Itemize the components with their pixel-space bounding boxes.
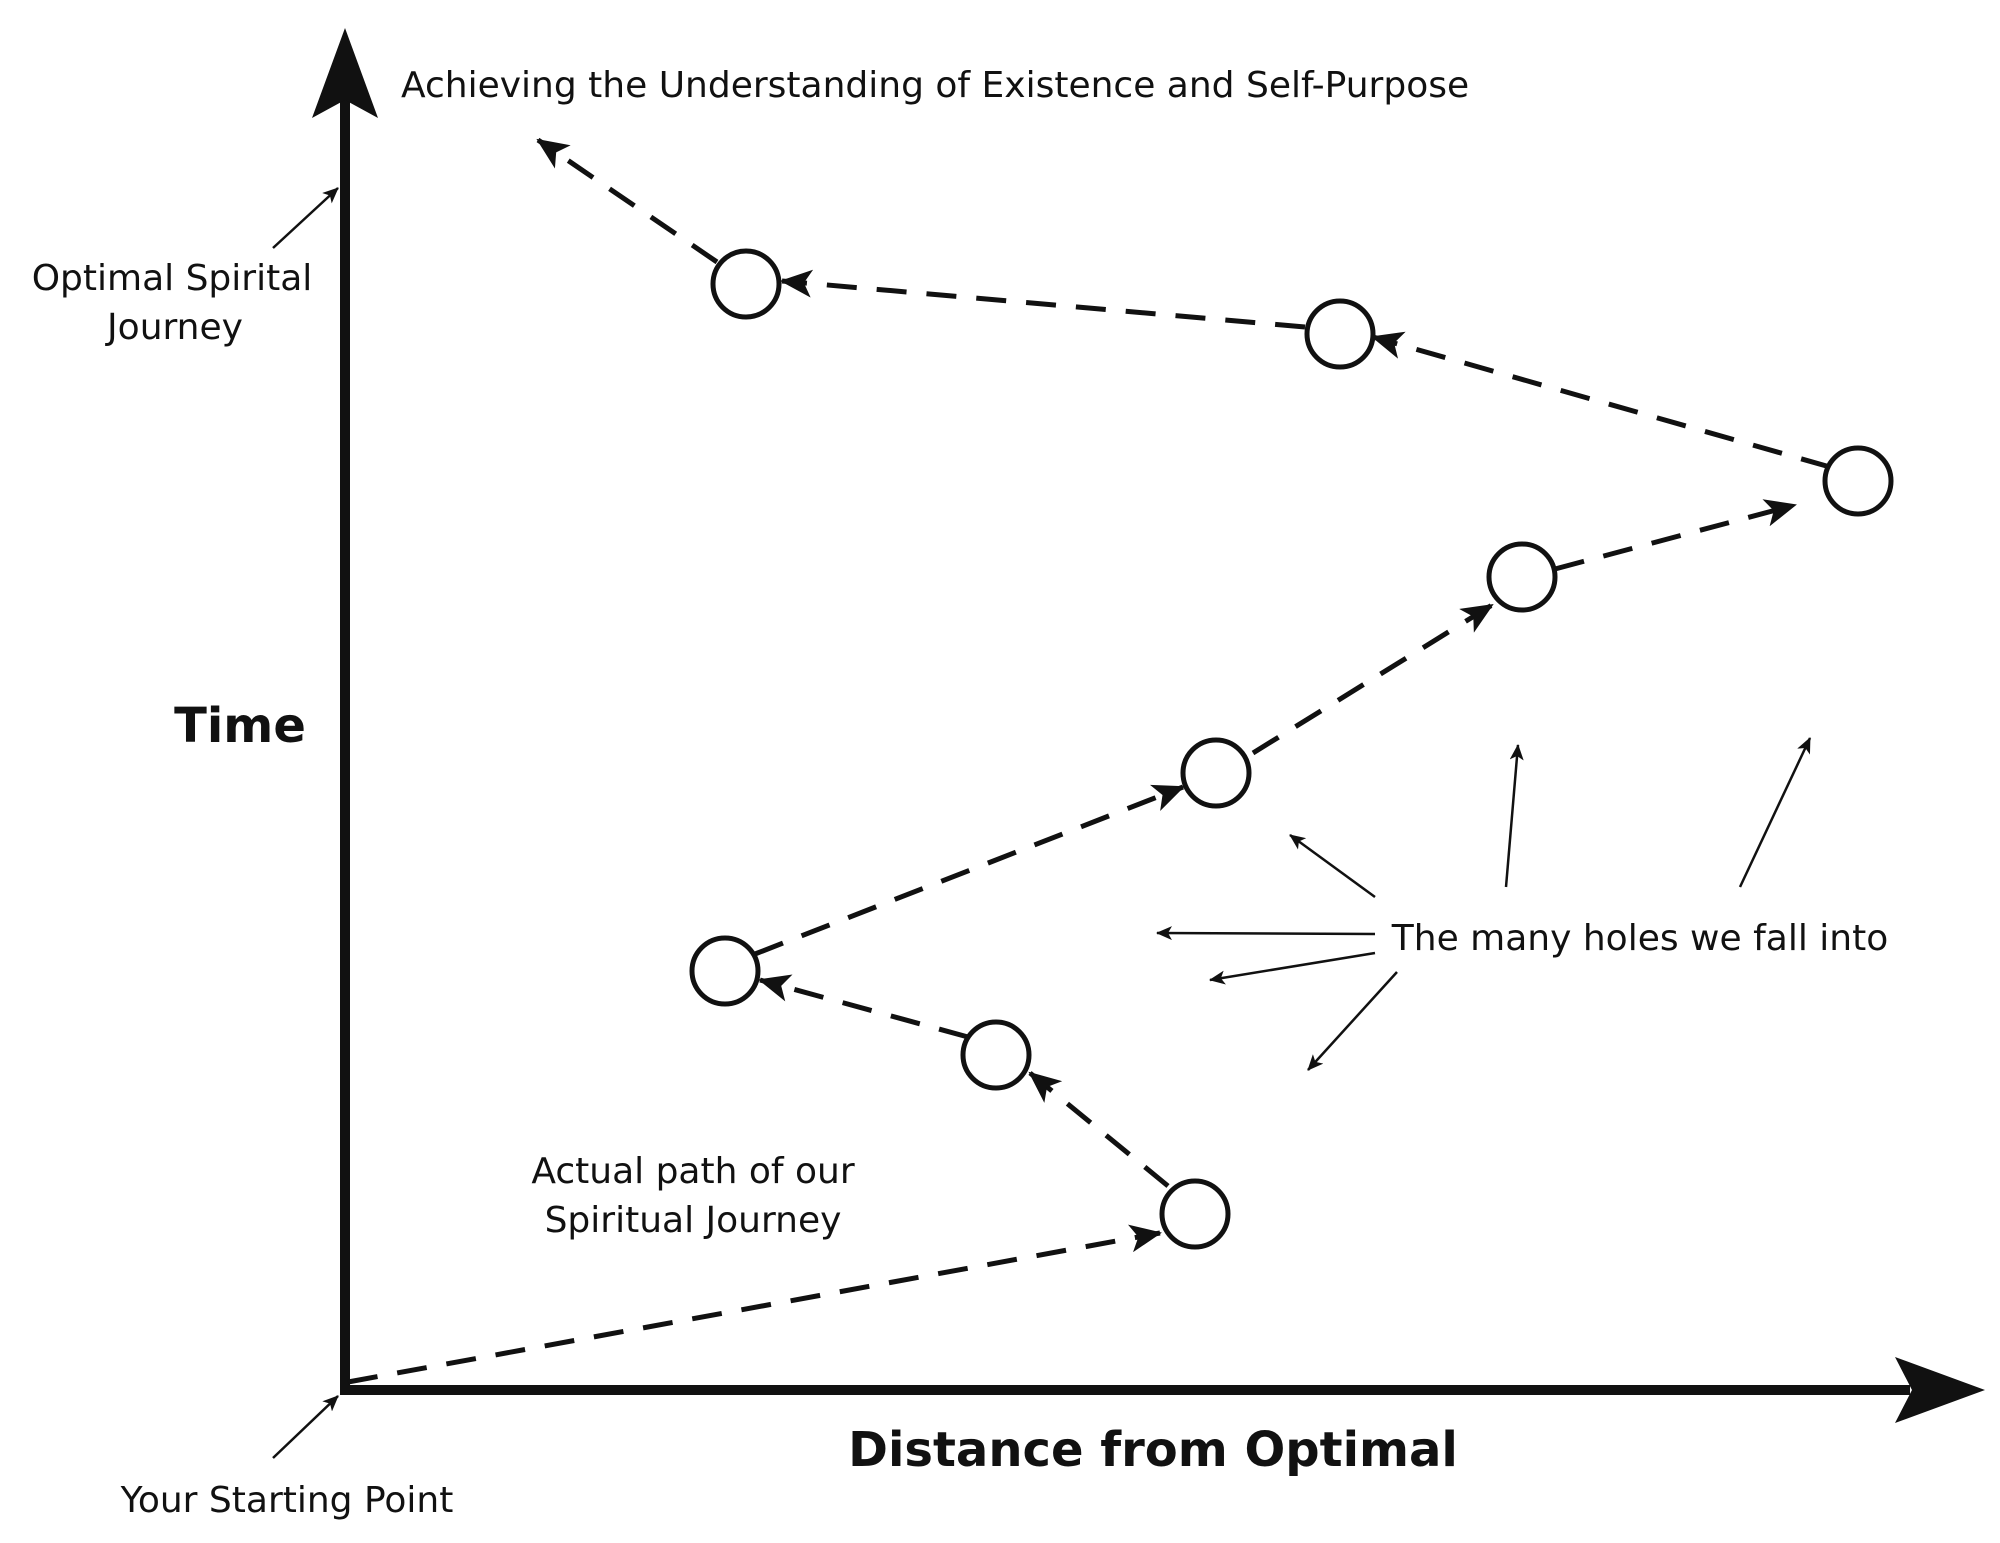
holes-pointer-arrow bbox=[1209, 951, 1376, 985]
holes-pointer-arrow bbox=[1156, 926, 1376, 941]
path-segment-start-to-hole-1 bbox=[347, 1224, 1162, 1385]
actual-path-label-line-1: Actual path of our bbox=[531, 1151, 854, 1192]
hole-circle bbox=[1822, 445, 1894, 517]
holes-pointer-arrow bbox=[1289, 833, 1376, 899]
start-pointer-arrow bbox=[272, 1395, 339, 1459]
y-axis-label: Time bbox=[174, 698, 306, 754]
holes bbox=[689, 248, 1894, 1250]
journey-path bbox=[347, 137, 1831, 1385]
y-axis-arrowhead bbox=[312, 28, 378, 118]
hole-circle bbox=[960, 1019, 1032, 1091]
text-labels: Achieving the Understanding of Existence… bbox=[32, 65, 1889, 1521]
hole-circle bbox=[1159, 1178, 1231, 1250]
path-segment-hole-5-to-hole-6 bbox=[1554, 499, 1797, 572]
hole-circle bbox=[1486, 541, 1558, 613]
optimal-journey-label-line-1: Optimal Spirital bbox=[32, 258, 313, 299]
optimal-pointer-arrow bbox=[272, 187, 339, 249]
hole-circle bbox=[1304, 298, 1376, 370]
path-segment-hole-4-to-hole-5 bbox=[1251, 602, 1494, 756]
goal-label: Achieving the Understanding of Existence… bbox=[401, 65, 1469, 106]
optimal-journey-label-line-2: Journey bbox=[105, 307, 243, 348]
path-segment-hole-1-to-hole-2 bbox=[1028, 1071, 1170, 1188]
axes bbox=[312, 28, 1985, 1423]
path-segment-hole-3-to-hole-4 bbox=[754, 784, 1185, 957]
starting-point-label: Your Starting Point bbox=[120, 1480, 454, 1521]
hole-circle bbox=[689, 935, 761, 1007]
hole-circle bbox=[1180, 737, 1252, 809]
holes-pointer-arrow bbox=[1738, 737, 1812, 888]
actual-path-label-line-2: Spiritual Journey bbox=[545, 1200, 842, 1241]
x-axis-label: Distance from Optimal bbox=[848, 1422, 1458, 1478]
path-segment-hole-7-to-hole-8 bbox=[780, 269, 1306, 330]
path-segment-hole-6-to-hole-7 bbox=[1371, 331, 1831, 470]
pointer-arrows bbox=[272, 187, 1812, 1459]
path-segment-hole-8-to-goal bbox=[536, 137, 719, 265]
path-segment-hole-2-to-hole-3 bbox=[758, 974, 969, 1040]
hole-circle bbox=[710, 248, 782, 320]
holes-pointer-arrow bbox=[1504, 744, 1524, 888]
x-axis-arrowhead bbox=[1895, 1357, 1985, 1423]
holes-pointer-arrow bbox=[1307, 971, 1398, 1071]
holes-label: The many holes we fall into bbox=[1391, 918, 1888, 959]
